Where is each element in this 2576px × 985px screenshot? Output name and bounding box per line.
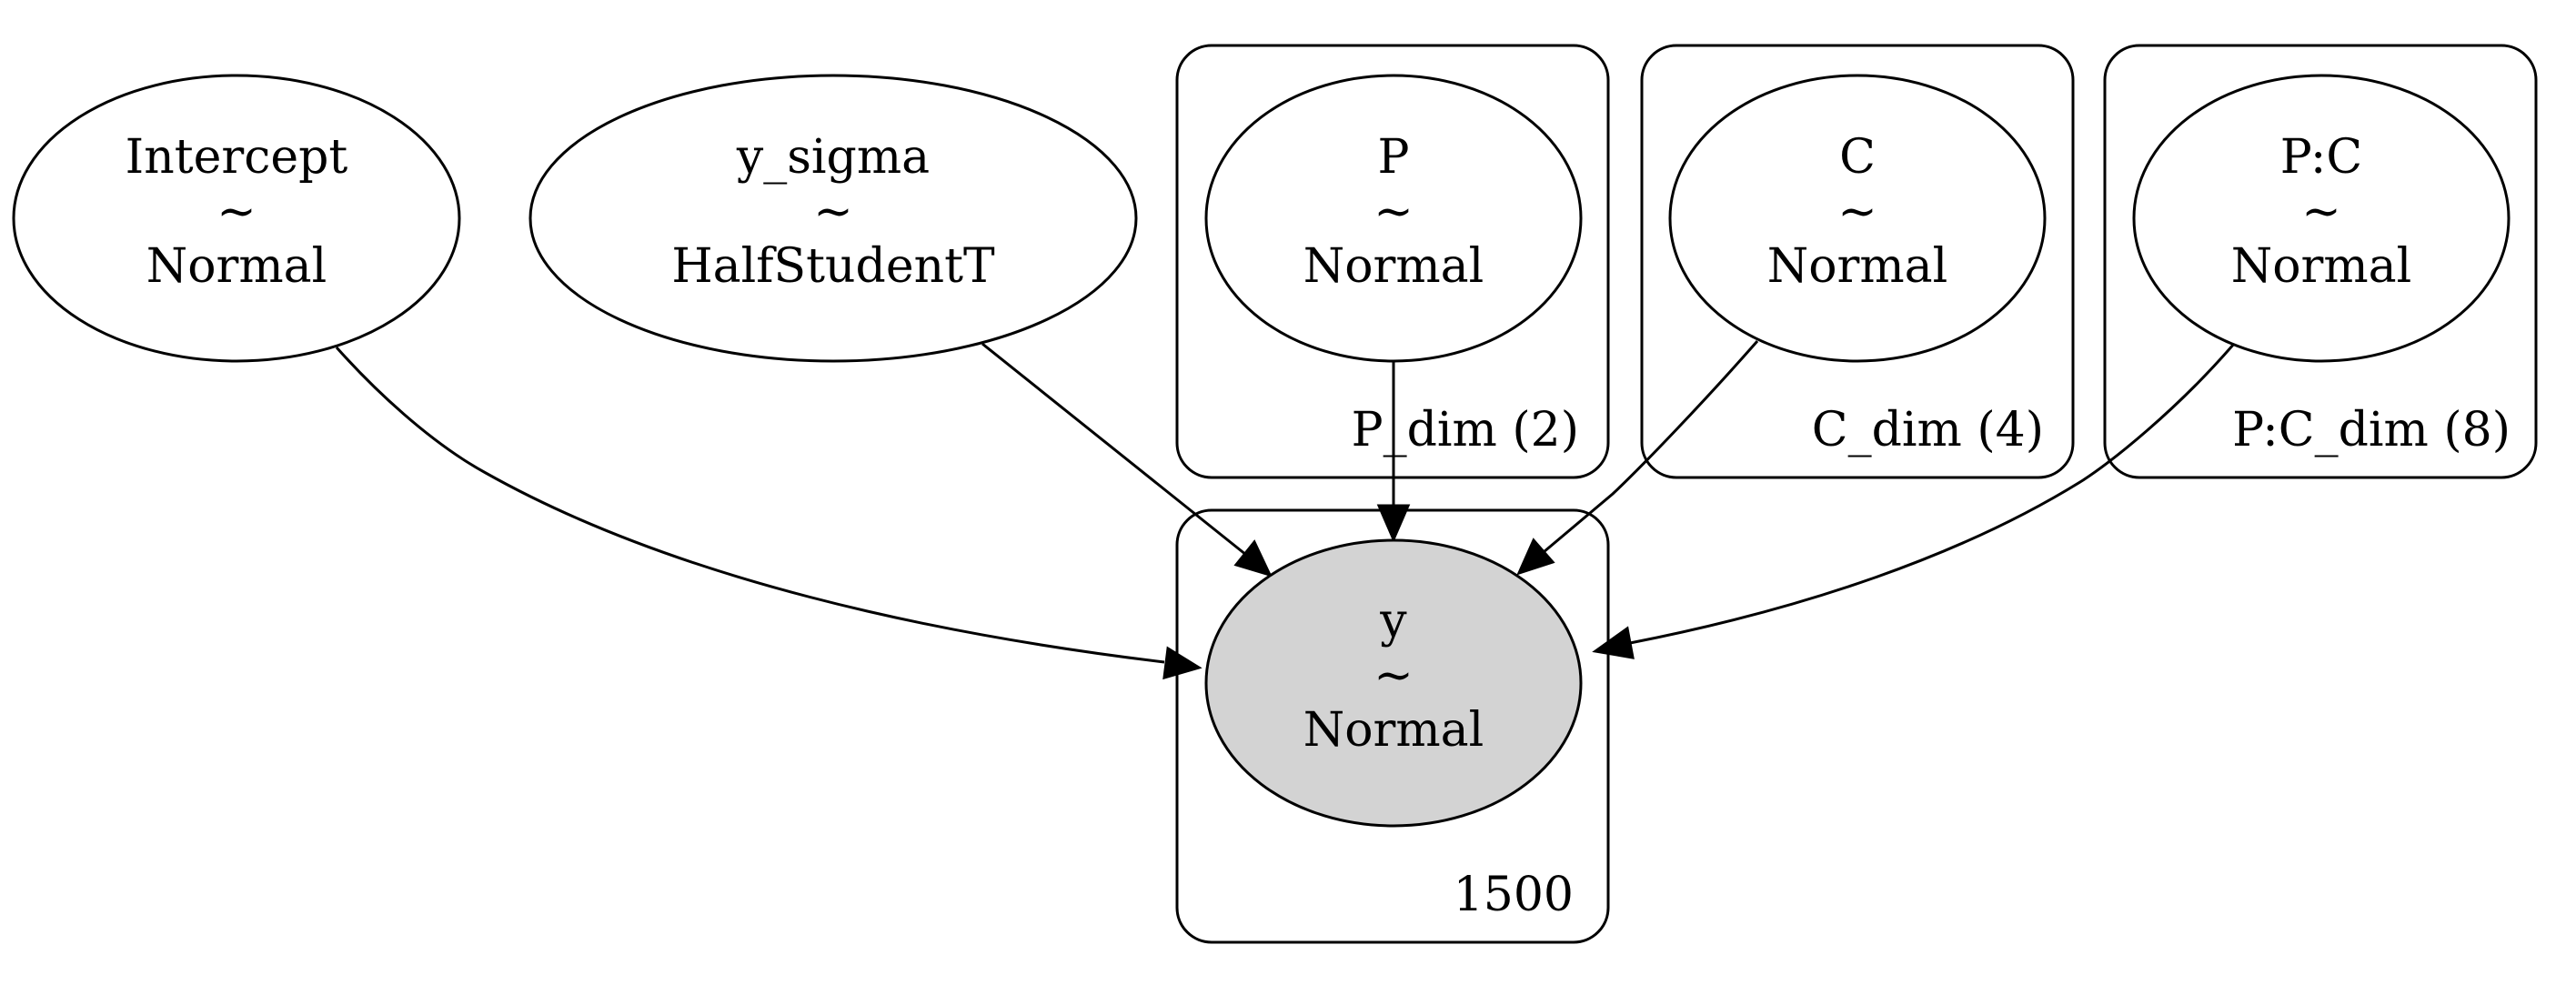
plate-c-dim: C_dim (4) [1640,44,2075,479]
node-y-sigma-shape [528,74,1138,363]
plate-pc-dim-frame [2103,44,2538,479]
node-p: P ~ Normal [1204,74,1583,363]
node-y-shape [1204,538,1583,828]
node-intercept-dist: Normal [146,239,327,294]
edge-pc-to-y [1592,343,2236,659]
plate-c-dim-frame [1640,44,2075,479]
node-c: C ~ Normal [1668,74,2047,363]
node-pc-shape [2132,74,2511,363]
node-y-sigma-dist: HalfStudentT [671,239,995,294]
edge-intercept-to-y [335,347,1202,680]
edges [335,340,2236,680]
plate-observations-label: 1500 [1454,868,1574,922]
node-pc-name: P:C [2280,130,2362,185]
edge-pc-to-y-arrow [1592,626,1635,659]
node-y-name: y [1379,594,1407,648]
edge-intercept-to-y-arrow [1162,646,1202,680]
node-c-dist: Normal [1767,239,1948,294]
node-intercept-name: Intercept [126,130,348,185]
node-y: y ~ Normal [1204,538,1583,828]
node-intercept: Intercept ~ Normal [12,74,461,363]
node-c-shape [1668,74,2047,363]
node-y-dist: Normal [1303,703,1484,758]
plate-pc-dim: P:C_dim (8) [2103,44,2538,479]
plate-pc-dim-label: P:C_dim (8) [2232,403,2511,457]
edge-pc-to-y-line [1629,343,2236,645]
plate-c-dim-label: C_dim (4) [1812,403,2044,457]
edge-intercept-to-y-line [335,347,1165,664]
node-c-name: C [1839,130,1876,185]
edge-p-to-y [1376,360,1411,543]
edge-y-sigma-to-y-line [981,342,1247,557]
edge-c-to-y-arrow [1516,538,1555,576]
edge-c-to-y-line [1543,340,1759,554]
edge-p-to-y-arrow [1376,504,1411,543]
node-y-sigma-tilde: ~ [813,185,853,239]
node-y-tilde: ~ [1374,648,1414,703]
node-p-dist: Normal [1303,239,1484,294]
edge-c-to-y [1516,340,1759,576]
node-pc-tilde: ~ [2301,185,2341,239]
node-p-name: P [1378,130,1410,185]
edge-y-sigma-to-y-arrow [1233,539,1273,578]
plate-p-dim-label: P_dim (2) [1352,403,1579,457]
node-p-shape [1204,74,1583,363]
node-pc: P:C ~ Normal [2132,74,2511,363]
node-intercept-tilde: ~ [216,185,257,239]
node-p-tilde: ~ [1374,185,1414,239]
node-intercept-shape [12,74,461,363]
node-pc-dist: Normal [2231,239,2412,294]
node-y-sigma-name: y_sigma [736,130,930,185]
edge-y-sigma-to-y [981,342,1273,578]
node-c-tilde: ~ [1837,185,1877,239]
node-y-sigma: y_sigma ~ HalfStudentT [528,74,1138,363]
